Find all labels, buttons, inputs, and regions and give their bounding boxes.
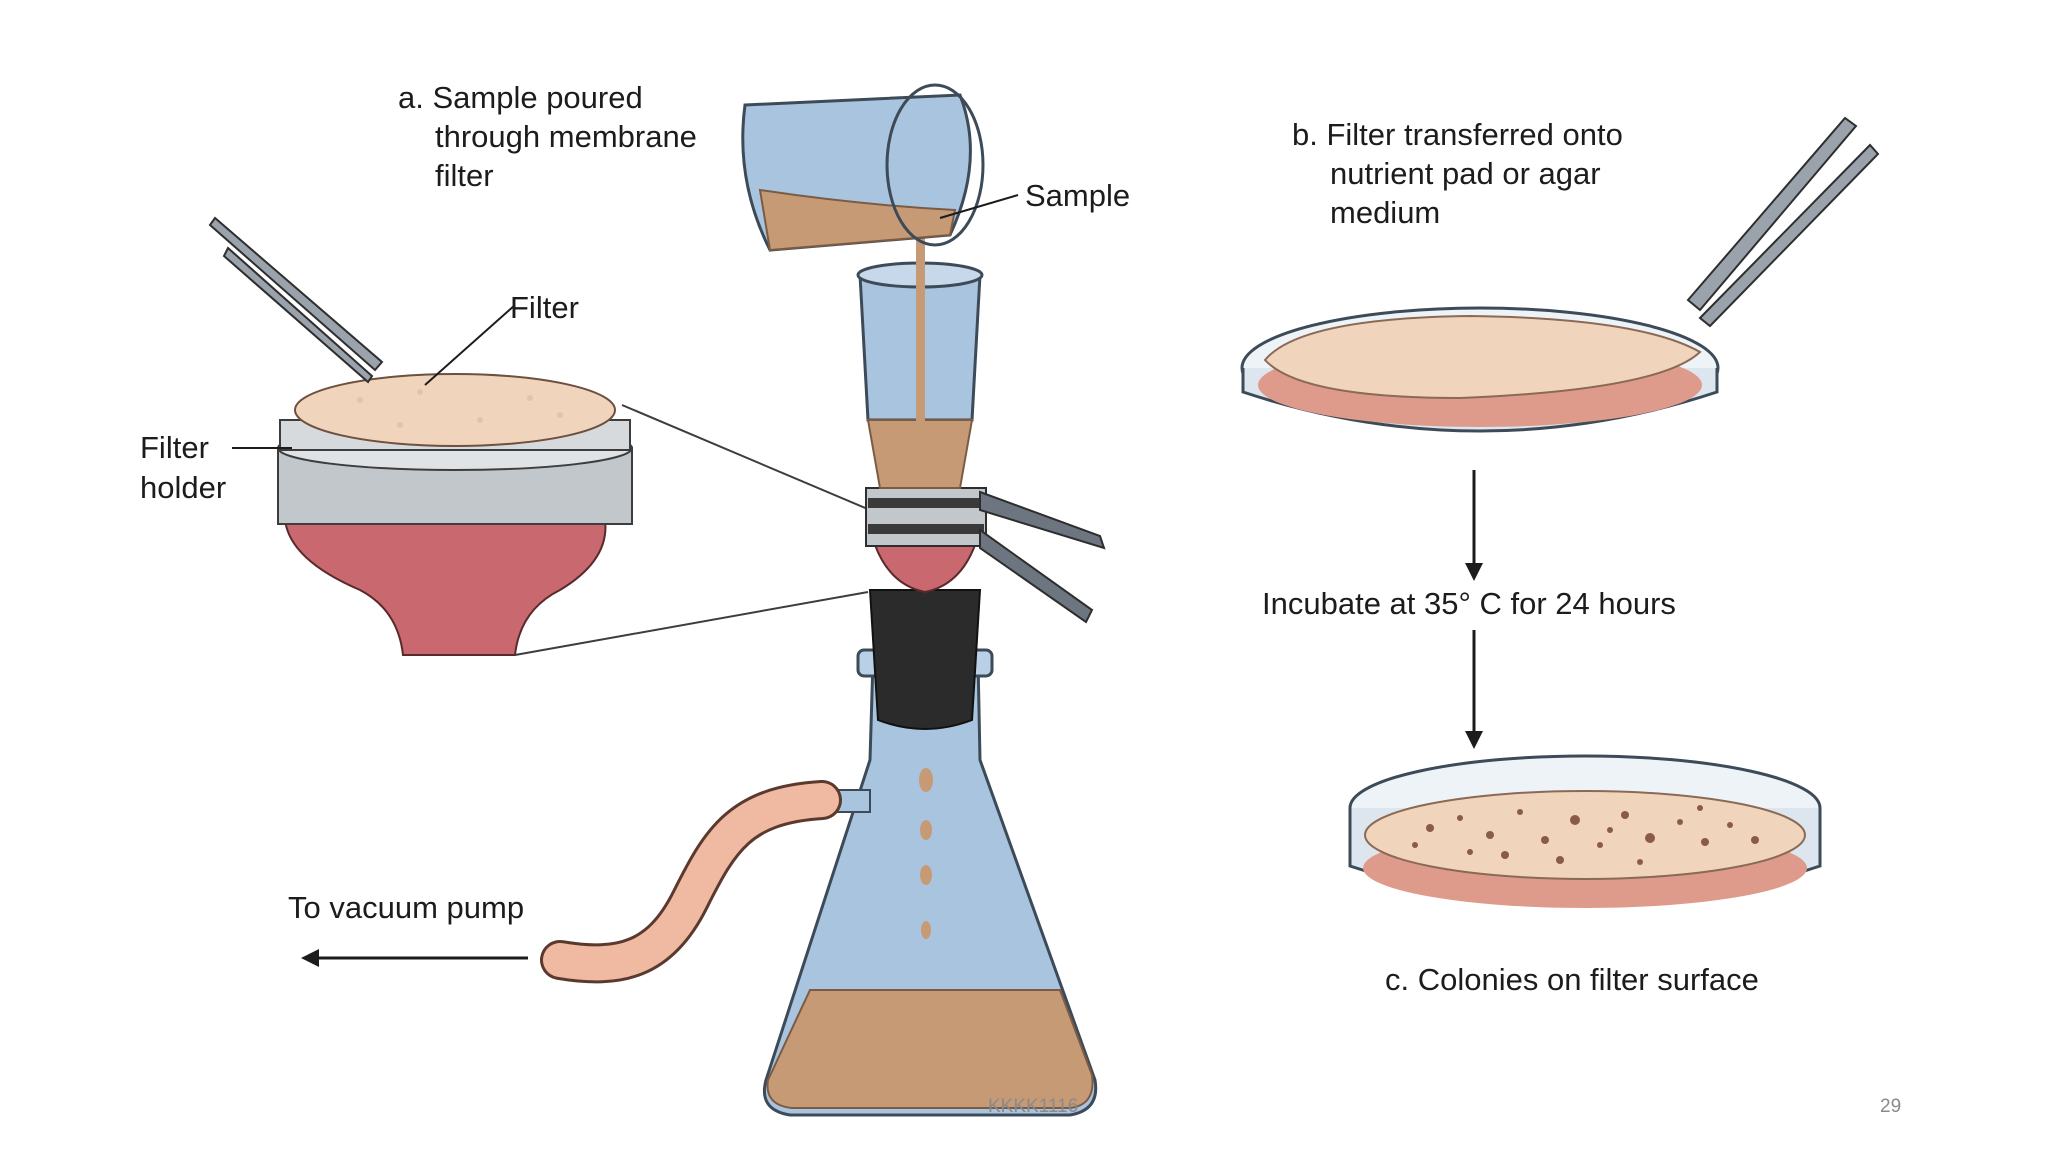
funnel-sample bbox=[866, 419, 974, 489]
filter-holder-closeup bbox=[208, 216, 871, 656]
sample-stream bbox=[916, 236, 925, 421]
svg-text:holder: holder bbox=[140, 470, 226, 505]
label-vacuum-pump: To vacuum pump bbox=[288, 890, 524, 925]
flask-liquid bbox=[766, 989, 1094, 1109]
beaker bbox=[741, 83, 985, 252]
svg-text:filter: filter bbox=[435, 158, 494, 193]
filtration-apparatus bbox=[540, 83, 1106, 1117]
filtrate-drops bbox=[919, 768, 933, 939]
page-number: 29 bbox=[1880, 1096, 1902, 1117]
funnel-cone bbox=[873, 544, 977, 594]
label-filter: Filter bbox=[510, 290, 579, 325]
label-filter-holder: Filter holder bbox=[140, 430, 226, 505]
svg-text:Filter: Filter bbox=[140, 430, 209, 465]
rubber-stopper bbox=[868, 589, 982, 730]
svg-text:medium: medium bbox=[1330, 195, 1440, 230]
label-sample: Sample bbox=[1025, 178, 1130, 213]
label-step-c: c. Colonies on filter surface bbox=[1385, 962, 1759, 997]
svg-text:nutrient pad or agar: nutrient pad or agar bbox=[1330, 156, 1601, 191]
petri-dish-b bbox=[1240, 116, 1880, 433]
petri-dish-c bbox=[1348, 754, 1822, 908]
svg-text:b. Filter transferred onto: b. Filter transferred onto bbox=[1292, 117, 1623, 152]
svg-text:a. Sample poured: a. Sample poured bbox=[398, 80, 643, 115]
label-step-b: b. Filter transferred onto nutrient pad … bbox=[1292, 117, 1623, 230]
clamp bbox=[865, 487, 1106, 624]
label-incubate: Incubate at 35° C for 24 hours bbox=[1262, 586, 1676, 621]
footer-center-text: KKKK1116 bbox=[988, 1096, 1079, 1117]
filter-membrane bbox=[294, 373, 616, 447]
label-step-a: a. Sample poured through membrane filter bbox=[398, 80, 697, 193]
holder-funnel bbox=[283, 519, 607, 656]
forceps-left bbox=[208, 216, 384, 384]
forceps-right bbox=[1686, 116, 1880, 328]
svg-text:through membrane: through membrane bbox=[435, 119, 697, 154]
bacterial-colonies bbox=[1412, 805, 1759, 865]
